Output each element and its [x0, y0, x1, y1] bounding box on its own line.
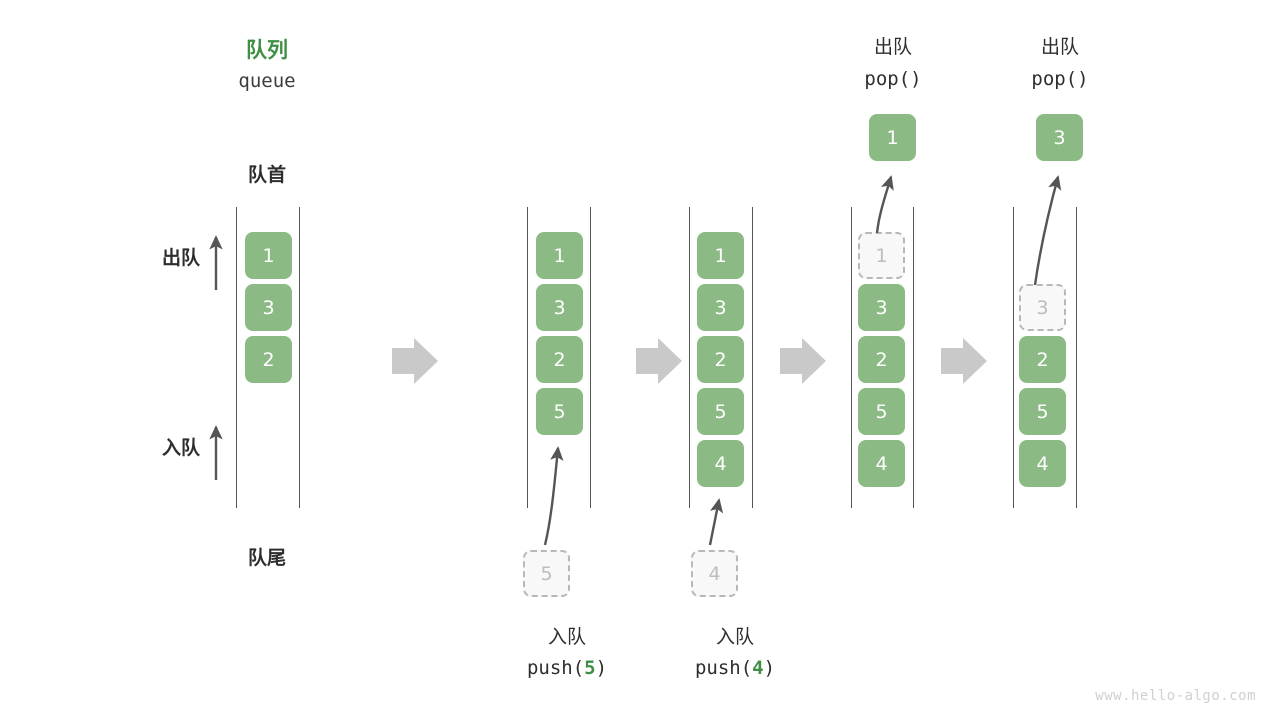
queue-cell: 4 [1019, 440, 1066, 487]
queue-cell-new: 5 [536, 388, 583, 435]
queue-rail-right-1 [299, 207, 300, 508]
queue-cell-removed: 1 [858, 232, 905, 279]
pop-arrow-1 [875, 175, 894, 234]
push-code-prefix: push( [694, 657, 753, 679]
queue-rail-right-5 [1076, 207, 1077, 508]
push-caption-cn-2: 入队 [715, 626, 754, 648]
queue-rail-left-2 [527, 207, 528, 508]
queue-cell-new: 4 [697, 440, 744, 487]
pop-header-cn-1: 出队 [873, 36, 912, 58]
flow-arrow [941, 338, 987, 384]
queue-cell-removed: 3 [1019, 284, 1066, 331]
flow-arrow [780, 338, 826, 384]
queue-rail-right-4 [913, 207, 914, 508]
diagram-title-cn: 队列 [246, 38, 288, 62]
enqueue-side-label: 入队 [161, 437, 200, 459]
queue-cell: 1 [536, 232, 583, 279]
queue-cell: 2 [1019, 336, 1066, 383]
push-code-suffix: ) [595, 657, 608, 679]
push-code-value: 5 [584, 657, 596, 679]
flow-arrow [636, 338, 682, 384]
push-arrow-2 [708, 498, 724, 546]
push-caption-code-1: push(5) [487, 657, 647, 679]
pop-arrow-2 [1033, 175, 1062, 286]
push-code-value: 4 [752, 657, 764, 679]
queue-cell: 3 [536, 284, 583, 331]
diagram-title-en: queue [238, 70, 296, 92]
rear-label: 队尾 [247, 547, 286, 569]
queue-rail-left-4 [851, 207, 852, 508]
pop-header-cn-2: 出队 [1040, 36, 1079, 58]
watermark: www.hello-algo.com [1095, 688, 1256, 704]
queue-cell: 3 [858, 284, 905, 331]
dequeue-side-label: 出队 [161, 247, 200, 269]
queue-cell: 1 [697, 232, 744, 279]
queue-cell: 2 [858, 336, 905, 383]
flow-arrow [392, 338, 438, 384]
queue-cell: 5 [1019, 388, 1066, 435]
push-code-suffix: ) [763, 657, 776, 679]
front-label: 队首 [247, 164, 286, 186]
push-caption-code-2: push(4) [655, 657, 815, 679]
incoming-ghost-cell: 5 [523, 550, 570, 597]
queue-rail-left-5 [1013, 207, 1014, 508]
queue-cell: 5 [697, 388, 744, 435]
queue-cell: 2 [536, 336, 583, 383]
queue-rail-left-3 [689, 207, 690, 508]
push-arrow-1 [543, 446, 564, 546]
queue-cell: 3 [697, 284, 744, 331]
push-caption-cn-1: 入队 [547, 626, 586, 648]
push-code-prefix: push( [526, 657, 585, 679]
queue-rail-right-3 [752, 207, 753, 508]
queue-cell: 5 [858, 388, 905, 435]
queue-rail-right-2 [590, 207, 591, 508]
queue-cell: 2 [245, 336, 292, 383]
queue-rail-left-1 [236, 207, 237, 508]
popped-cell: 3 [1036, 114, 1083, 161]
queue-cell: 4 [858, 440, 905, 487]
incoming-ghost-cell: 4 [691, 550, 738, 597]
queue-cell: 1 [245, 232, 292, 279]
popped-cell: 1 [869, 114, 916, 161]
queue-cell: 3 [245, 284, 292, 331]
pop-header-code-2: pop() [1031, 68, 1089, 90]
queue-cell: 2 [697, 336, 744, 383]
pop-header-code-1: pop() [864, 68, 922, 90]
